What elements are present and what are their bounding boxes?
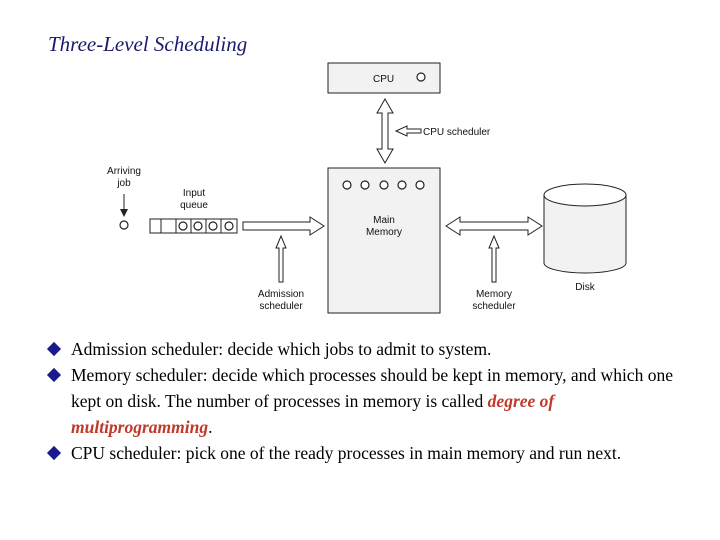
admission-scheduler-label-line2: scheduler — [259, 301, 303, 312]
queued-job-icon — [178, 221, 188, 231]
cpu-slot-icon — [416, 72, 426, 82]
cpu-scheduler-arrow — [394, 125, 422, 137]
queue-to-memory-arrow — [242, 216, 325, 236]
queued-job-icon — [193, 221, 203, 231]
queued-job-icon — [208, 221, 218, 231]
memory-scheduler-label-line2: scheduler — [472, 301, 516, 312]
bullet-text: CPU scheduler: pick one of the ready pro… — [71, 443, 622, 463]
three-level-scheduling-diagram: CPU CPU scheduler Main Memory Arriving j… — [107, 62, 627, 314]
bullet-text-end: . — [208, 417, 213, 437]
process-icon — [379, 180, 389, 190]
memory-scheduler-arrow — [488, 234, 500, 283]
slide-title: Three-Level Scheduling — [48, 32, 248, 56]
bullet-text: Memory scheduler: decide which processes… — [71, 365, 673, 411]
disk-icon — [543, 183, 627, 274]
input-queue-label-line2: queue — [180, 200, 208, 211]
cpu-scheduler-label: CPU scheduler — [423, 127, 491, 138]
disk-label: Disk — [575, 282, 595, 293]
memory-scheduler-label-line1: Memory — [476, 289, 512, 300]
admission-scheduler-arrow — [275, 234, 287, 283]
arriving-job-arrow — [120, 194, 128, 217]
process-icon — [415, 180, 425, 190]
input-queue-label-line1: Input — [183, 188, 205, 199]
arriving-job-icon — [119, 220, 129, 230]
diamond-bullet-icon — [46, 445, 62, 461]
bullet-list: Admission scheduler: decide which jobs t… — [46, 336, 678, 466]
diamond-bullet-icon — [46, 341, 62, 357]
multiprogramming-emphasis: degree of multiprogramming — [71, 391, 555, 437]
arriving-job-label-line2: job — [116, 178, 131, 189]
arriving-job-label-line1: Arriving — [107, 166, 141, 177]
memory-disk-double-arrow — [445, 216, 543, 236]
bullet-text: Admission scheduler: decide which jobs t… — [71, 339, 492, 359]
queued-job-icon — [224, 221, 234, 231]
process-icon — [397, 180, 407, 190]
main-memory-label-line1: Main — [373, 215, 395, 226]
diamond-bullet-icon — [46, 367, 62, 383]
bullet-item-memory: Memory scheduler: decide which processes… — [46, 362, 678, 440]
main-memory-box: Main Memory — [327, 167, 441, 314]
admission-scheduler-label-line1: Admission — [258, 289, 304, 300]
cpu-box: CPU — [327, 62, 441, 94]
bullet-item-admission: Admission scheduler: decide which jobs t… — [46, 336, 678, 362]
process-icon — [342, 180, 352, 190]
cpu-memory-double-arrow — [376, 97, 394, 165]
cpu-label: CPU — [373, 74, 394, 85]
input-queue — [149, 218, 238, 234]
main-memory-label-line2: Memory — [366, 227, 402, 238]
bullet-item-cpu: CPU scheduler: pick one of the ready pro… — [46, 440, 678, 466]
process-icon — [360, 180, 370, 190]
